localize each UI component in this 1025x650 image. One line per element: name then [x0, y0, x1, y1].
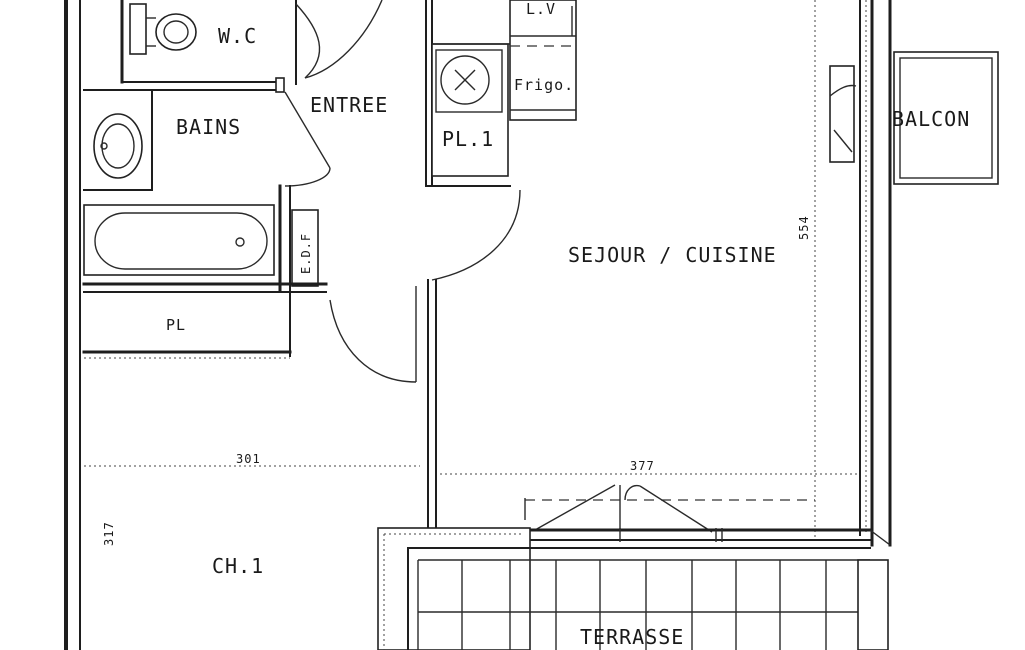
terrace — [377, 527, 889, 650]
label-wc: W.C — [218, 24, 257, 48]
dimension-sejour-width: 377 — [630, 459, 655, 473]
washbasin — [93, 113, 143, 179]
label-edf: E.D.F — [299, 233, 313, 274]
label-sejour: SEJOUR / CUISINE — [568, 243, 777, 267]
label-terrasse: TERRASSE — [580, 625, 684, 649]
dimension-chambre-width: 301 — [236, 452, 261, 466]
bathtub — [94, 212, 268, 270]
entrance-doors — [329, 189, 521, 531]
kitchen-units — [425, 0, 577, 187]
exterior-walls — [64, 0, 892, 650]
labels: W.C ENTREE BAINS PL.1 PL E.D.F L.V Frigo… — [102, 0, 970, 649]
bathroom — [83, 77, 331, 276]
label-pl1: PL.1 — [442, 127, 494, 151]
storage — [82, 184, 328, 359]
label-frigo: Frigo. — [514, 76, 574, 94]
washing-machine — [440, 55, 490, 105]
balcony — [829, 51, 999, 185]
label-pl: PL — [166, 316, 186, 334]
label-lv: L.V — [526, 0, 556, 18]
sejour-dimension-line — [84, 0, 858, 540]
dimension-sejour-height: 554 — [797, 215, 811, 240]
terrace-doors — [524, 484, 891, 546]
label-balcon: BALCON — [892, 107, 970, 131]
label-entree: ENTREE — [310, 93, 388, 117]
wc-room — [120, 0, 383, 85]
dimension-chambre-height: 317 — [102, 521, 116, 546]
label-chambre: CH.1 — [212, 554, 264, 578]
label-bains: BAINS — [176, 115, 241, 139]
toilet-bowl — [155, 13, 197, 51]
